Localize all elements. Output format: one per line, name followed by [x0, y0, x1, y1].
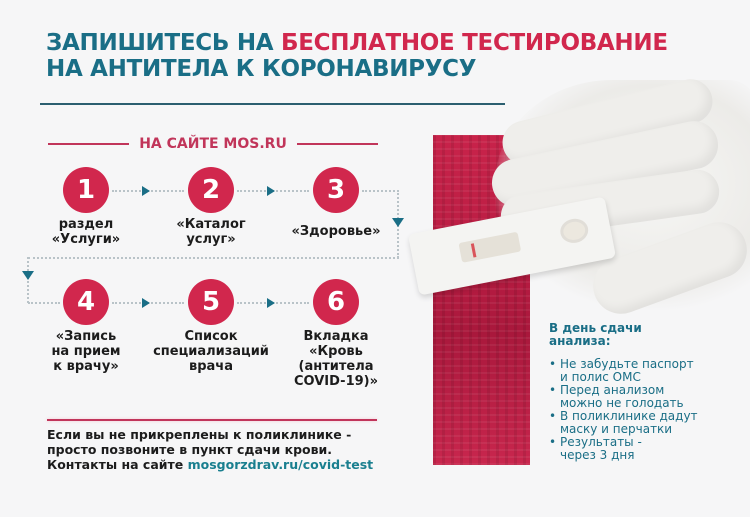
info-panel: В день сдачи анализа: Не забудьте паспор… [549, 322, 749, 462]
title-line-2: НА АНТИТЕЛА К КОРОНАВИРУСУ [46, 56, 477, 82]
footer-line-2: просто позвоните в пункт сдачи крови. [47, 442, 333, 457]
connector-row-wrap [28, 257, 399, 259]
step-number-badge: 5 [188, 279, 234, 325]
step-number-badge: 2 [188, 167, 234, 213]
info-list: Не забудьте паспорт и полис ОМС Перед ан… [549, 358, 749, 462]
step-label: Список специализаций врача [153, 329, 269, 374]
step-label: «Запись на прием к врачу» [51, 329, 121, 374]
info-item: В поликлинике дадут маску и перчатки [549, 410, 749, 436]
step-label: «Здоровье» [291, 224, 381, 239]
connector-4-down [27, 257, 29, 303]
step-5: 5 Список специализаций врача [146, 279, 276, 374]
step-3: 3 «Здоровье» [271, 167, 401, 239]
connector-to-4 [28, 302, 60, 304]
title-divider [40, 103, 505, 105]
step-number-badge: 3 [313, 167, 359, 213]
footer-line-1: Если вы не прикреплены к поликлинике - [47, 427, 352, 442]
step-label: Вкладка «Кровь (антитела COVID-19)» [294, 329, 378, 389]
step-4: 4 «Запись на прием к врачу» [21, 279, 151, 374]
info-title: В день сдачи анализа: [549, 321, 642, 348]
arrow-down-icon [22, 271, 34, 280]
title-line-1: ЗАПИШИТЕСЬ НА БЕСПЛАТНОЕ ТЕСТИРОВАНИЕ [46, 30, 668, 56]
title-accent: БЕСПЛАТНОЕ ТЕСТИРОВАНИЕ [280, 30, 668, 56]
arrow-right-icon [142, 298, 150, 308]
info-item: Результаты - через 3 дня [549, 436, 749, 462]
step-label: раздел «Услуги» [51, 217, 121, 247]
step-number-badge: 6 [313, 279, 359, 325]
step-1: 1 раздел «Услуги» [21, 167, 151, 247]
step-number-badge: 1 [63, 167, 109, 213]
info-item: Не забудьте паспорт и полис ОМС [549, 358, 749, 384]
arrow-down-icon [392, 218, 404, 227]
test-result-window [458, 231, 522, 263]
footer-divider [47, 419, 377, 421]
section-label: НА САЙТЕ MOS.RU [139, 136, 287, 152]
step-label: «Каталог услуг» [176, 217, 246, 247]
arrow-right-icon [267, 186, 275, 196]
arrow-right-icon [267, 298, 275, 308]
footer-line-3: Контакты на сайте mosgorzdrav.ru/covid-t… [47, 457, 373, 472]
covid-test-link[interactable]: mosgorzdrav.ru/covid-test [187, 457, 374, 472]
divider-left [48, 143, 130, 145]
footer-note: Если вы не прикреплены к поликлинике - п… [47, 427, 373, 472]
arrow-right-icon [142, 186, 150, 196]
title-part: ЗАПИШИТЕСЬ НА [46, 30, 281, 56]
divider-right [296, 143, 378, 145]
info-item: Перед анализом можно не голодать [549, 384, 749, 410]
page-title: ЗАПИШИТЕСЬ НА БЕСПЛАТНОЕ ТЕСТИРОВАНИЕ НА… [46, 30, 668, 82]
section-heading: НА САЙТЕ MOS.RU [48, 135, 378, 153]
sample-well [558, 216, 591, 246]
connector-3-turn [362, 190, 399, 192]
step-6: 6 Вкладка «Кровь (антитела COVID-19)» [271, 279, 401, 389]
step-number-badge: 4 [63, 279, 109, 325]
footer-prefix: Контакты на сайте [47, 457, 188, 472]
step-2: 2 «Каталог услуг» [146, 167, 276, 247]
